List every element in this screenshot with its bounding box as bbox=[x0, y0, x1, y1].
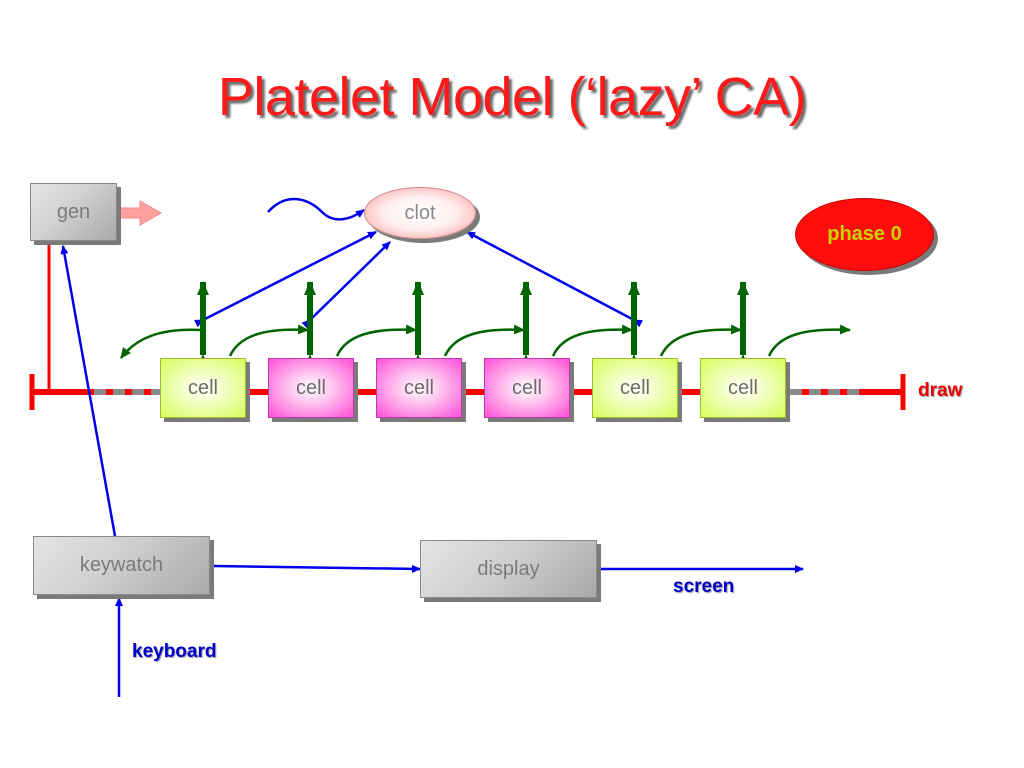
keywatch-to-gen-arrow bbox=[60, 245, 117, 537]
clot-cell-links bbox=[194, 230, 643, 329]
display-box: display bbox=[420, 540, 597, 598]
cell-2: cell bbox=[268, 358, 354, 418]
slide-title: Platelet Model (‘lazy’ CA) bbox=[217, 67, 807, 127]
keywatch-to-display-arrow bbox=[212, 564, 421, 573]
keywatch-box: keywatch bbox=[33, 536, 210, 595]
screen-label: screen bbox=[673, 576, 735, 597]
cell-1: cell bbox=[160, 358, 246, 418]
cell-5: cell bbox=[592, 358, 678, 418]
cell-vertical-links bbox=[197, 281, 749, 368]
cell-neighbour-links bbox=[120, 324, 851, 359]
keyboard-label: keyboard bbox=[132, 641, 217, 662]
cell-4: cell bbox=[484, 358, 570, 418]
phase-indicator: phase 0 bbox=[795, 198, 934, 271]
cell-3: cell bbox=[376, 358, 462, 418]
gen-box: gen bbox=[30, 183, 117, 241]
clot-node: clot bbox=[364, 187, 476, 239]
draw-label: draw bbox=[918, 380, 963, 401]
gen-output-arrow bbox=[119, 200, 163, 226]
clot-input-wave bbox=[267, 197, 365, 221]
cell-6: cell bbox=[700, 358, 786, 418]
